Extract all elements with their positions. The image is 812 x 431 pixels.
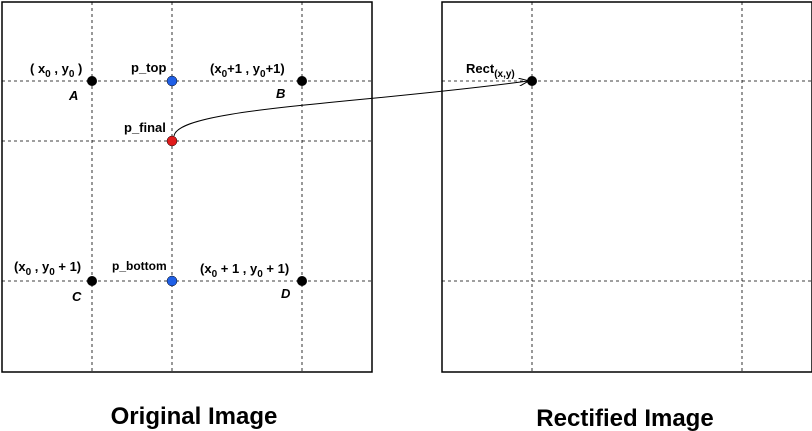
p-final-label: p_final — [124, 120, 166, 135]
rect-label: Rect(x,y) — [466, 61, 515, 80]
rectified-image-panel: Rect(x,y) — [441, 1, 812, 373]
p-top-label: p_top — [131, 60, 166, 75]
rectified-grid — [442, 2, 812, 372]
original-image-panel: ( x0 , y0 ) (x0+1 , y0+1) (x0 , y0 + 1) … — [1, 1, 528, 373]
point-p-bottom — [166, 275, 178, 287]
p-bottom-label: p_bottom — [112, 259, 167, 273]
point-rect — [527, 76, 537, 86]
point-b — [297, 76, 307, 86]
mapping-arrow — [173, 81, 528, 137]
original-image-caption: Original Image — [111, 403, 278, 430]
rectified-image-frame — [441, 1, 812, 373]
point-c-letter: C — [72, 289, 82, 304]
rectified-image-caption: Rectified Image — [536, 405, 713, 431]
point-d-letter: D — [281, 286, 291, 301]
point-b-letter: B — [276, 86, 285, 101]
point-a-letter: A — [68, 88, 78, 103]
point-c-coordinate: (x0 , y0 + 1) — [14, 259, 81, 278]
point-p-final — [166, 135, 178, 147]
point-a-coordinate: ( x0 , y0 ) — [30, 61, 82, 80]
original-image-frame — [1, 1, 373, 373]
point-d — [297, 276, 307, 286]
original-grid — [2, 2, 372, 372]
point-p-top — [166, 75, 178, 87]
point-a — [87, 76, 97, 86]
point-c — [87, 276, 97, 286]
point-d-coordinate: (x0 + 1 , y0 + 1) — [200, 261, 289, 280]
point-b-coordinate: (x0+1 , y0+1) — [210, 61, 285, 80]
